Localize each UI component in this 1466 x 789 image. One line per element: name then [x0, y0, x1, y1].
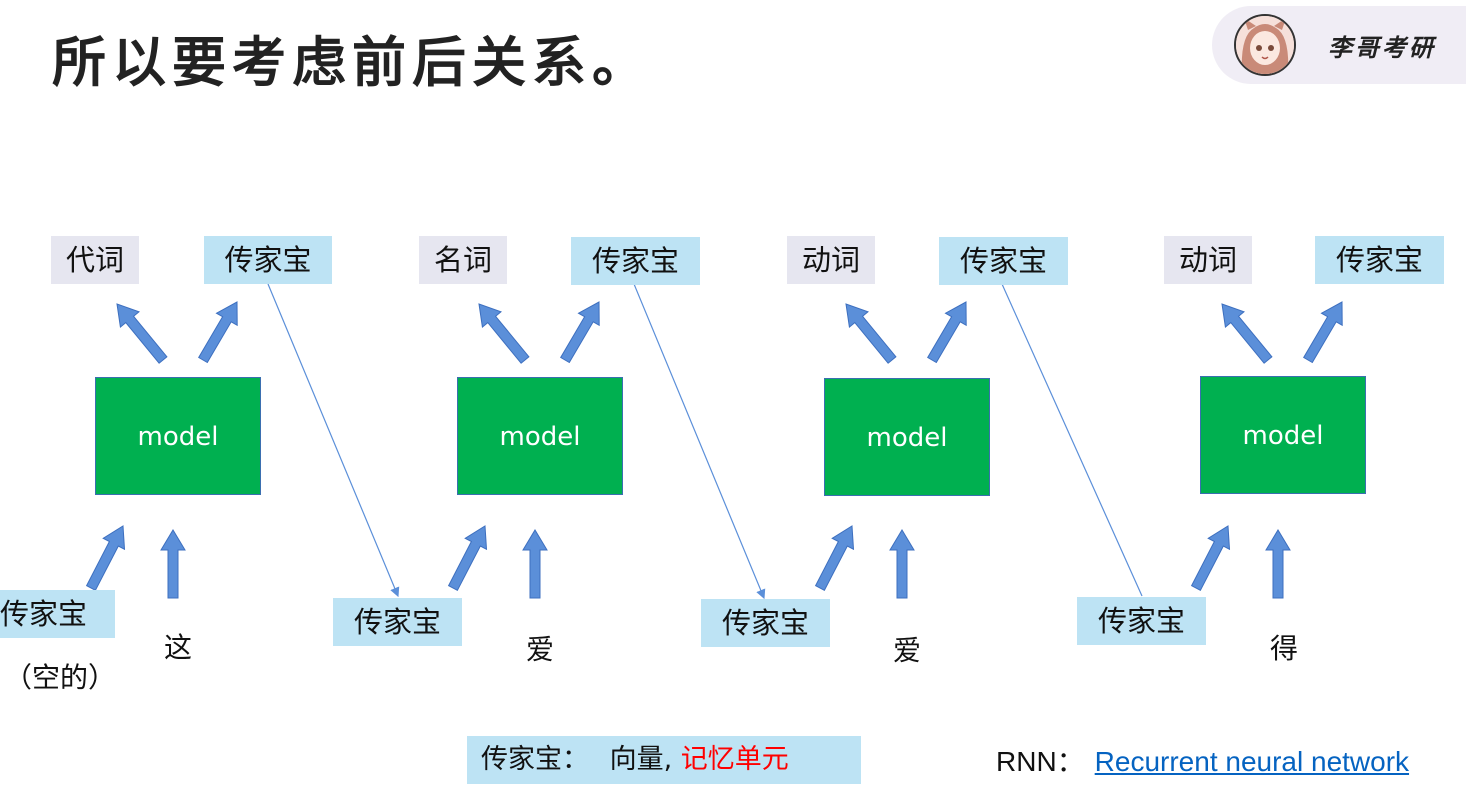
rnn-link[interactable]: Recurrent neural network [1094, 746, 1410, 777]
output-arrow [478, 303, 530, 364]
anime-girl-avatar-icon [1234, 14, 1296, 76]
model-box: model [457, 377, 623, 495]
state-out-box: 传家宝 [1315, 236, 1444, 284]
output-arrow [845, 303, 897, 364]
state-out-box: 传家宝 [571, 237, 700, 285]
state-out-arrow [198, 301, 238, 364]
input-word: 爱 [893, 634, 922, 667]
model-box: model [1200, 376, 1366, 494]
state-in-note: （空的） [4, 661, 117, 694]
state-in-box: 传家宝 [701, 599, 830, 647]
brand-badge: 李哥考研 [1212, 6, 1466, 84]
input-word: 爱 [526, 633, 555, 666]
state-out-box: 传家宝 [204, 236, 332, 284]
state-out-arrow [1303, 301, 1343, 364]
output-label: 代词 [51, 236, 139, 284]
state-out-box: 传家宝 [939, 237, 1068, 285]
state-in-box: 传家宝 [1077, 597, 1206, 645]
word-in-arrow [160, 529, 186, 599]
word-in-arrow [889, 529, 915, 599]
brand-name: 李哥考研 [1328, 34, 1436, 62]
state-out-arrow [560, 301, 600, 364]
legend-term: 传家宝： [481, 744, 589, 775]
state-in-arrow [814, 525, 855, 591]
output-label: 动词 [1164, 236, 1252, 284]
state-in-box: 传家宝 [333, 598, 462, 646]
legend-meaning: 向量, [609, 744, 673, 775]
state-flow-line [1001, 283, 1143, 597]
output-arrow [1221, 303, 1273, 364]
output-arrow [116, 303, 168, 364]
word-in-arrow [1265, 529, 1291, 599]
rnn-footer: RNN： Recurrent neural network [996, 740, 1409, 780]
model-box: model [824, 378, 990, 496]
output-label: 动词 [787, 236, 875, 284]
state-in-arrow [85, 525, 126, 591]
state-in-arrow [447, 525, 488, 591]
page-title: 所以要考虑前后关系。 [52, 30, 652, 94]
state-flow-line [633, 283, 766, 600]
output-label: 名词 [419, 236, 507, 284]
state-in-arrow [1190, 525, 1231, 591]
state-flow-line [267, 283, 400, 598]
state-in-box: 传家宝 [0, 590, 115, 638]
input-word: 这 [164, 631, 193, 664]
rnn-label: RNN： [996, 746, 1085, 777]
legend-highlight: 记忆单元 [680, 744, 789, 775]
legend-box: 传家宝： 向量, 记忆单元 [467, 736, 861, 784]
input-word: 得 [1270, 632, 1299, 665]
word-in-arrow [522, 529, 548, 599]
state-out-arrow [927, 301, 967, 364]
model-box: model [95, 377, 261, 495]
